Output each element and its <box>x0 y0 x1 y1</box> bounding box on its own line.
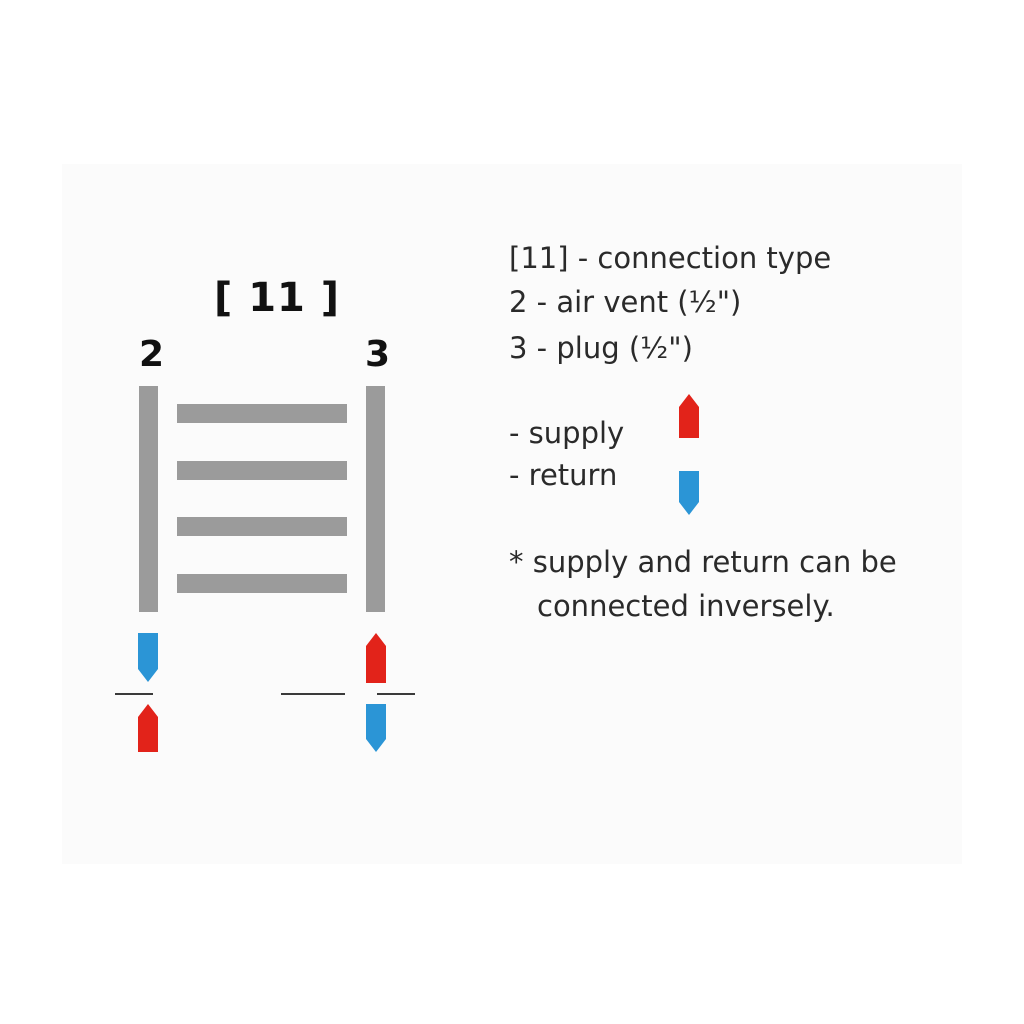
inverse-connection-note-cont: connected inversely. <box>537 589 835 623</box>
connection-divider-right <box>377 693 415 695</box>
supply-arrow-icon <box>366 633 386 683</box>
legend-connection-type: [11] - connection type <box>509 241 832 275</box>
radiator-rail <box>177 404 347 423</box>
legend-air-vent: 2 - air vent (½") <box>509 285 742 319</box>
legend-return-label: - return <box>509 458 618 492</box>
radiator-rail <box>177 574 347 593</box>
radiator-rail <box>177 517 347 536</box>
supply-arrow-icon <box>679 394 699 438</box>
legend-plug: 3 - plug (½") <box>509 331 693 365</box>
plug-position-label: 3 <box>365 334 391 375</box>
return-arrow-icon <box>679 471 699 515</box>
return-arrow-icon <box>366 704 386 752</box>
connection-divider-middle <box>281 693 345 695</box>
return-arrow-icon <box>138 633 158 682</box>
connection-divider-left <box>115 693 153 695</box>
connection-type-label: [ 11 ] <box>214 275 341 321</box>
inverse-connection-note: * supply and return can be <box>509 545 897 579</box>
radiator-right-post <box>366 386 385 612</box>
legend-supply-label: - supply <box>509 416 625 450</box>
air-vent-position-label: 2 <box>139 334 165 375</box>
radiator-left-post <box>139 386 158 612</box>
supply-arrow-icon <box>138 704 158 752</box>
diagram-panel <box>62 164 962 864</box>
radiator-rail <box>177 461 347 480</box>
